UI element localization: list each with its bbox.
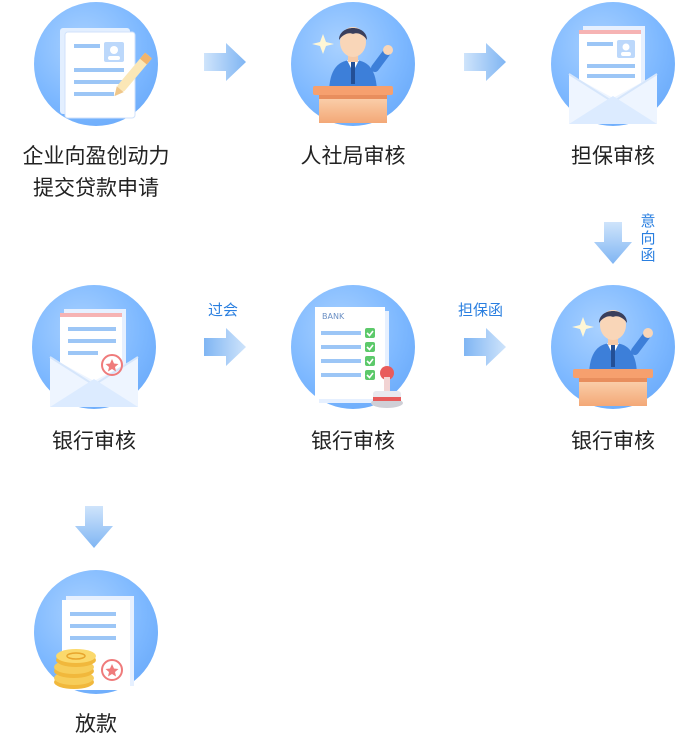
arrow-left-2	[204, 328, 246, 366]
envelope-seal-icon	[49, 309, 139, 407]
step-7-label: 放款	[75, 712, 117, 736]
step-5-icon: BANK	[291, 285, 415, 409]
official-podium-icon	[312, 27, 393, 123]
arrow-down-2	[75, 506, 113, 548]
arrow-tag-guarantee-letter: 担保函	[458, 301, 504, 319]
step-6-icon	[32, 285, 156, 409]
step-2-icon	[291, 2, 415, 126]
envelope-document-icon	[568, 26, 658, 124]
bank-card-text: BANK	[322, 312, 345, 321]
step-6-label: 银行审核	[52, 429, 136, 453]
arrow-down-1	[594, 222, 632, 264]
arrow-right-2	[464, 43, 506, 81]
official-podium-icon	[572, 310, 653, 406]
bank-checklist-stamp-icon: BANK	[315, 307, 403, 408]
step-2-label: 人社局审核	[300, 144, 406, 168]
step-4-icon	[551, 285, 675, 409]
loan-document-coins-icon	[54, 596, 134, 690]
step-1-icon	[34, 2, 158, 126]
arrow-left-1	[464, 328, 506, 366]
application-document-icon	[60, 28, 152, 119]
step-3-icon	[551, 2, 675, 126]
step-7-icon	[34, 570, 158, 694]
step-4-label: 银行审核	[571, 429, 655, 453]
step-5-label: 银行审核	[311, 429, 395, 453]
step-1-label: 企业向盈创动力 提交贷款申请	[22, 144, 170, 200]
arrow-right-1	[204, 43, 246, 81]
arrow-tag-intent-letter: 意 向 函	[640, 212, 656, 264]
arrow-tag-meeting: 过会	[208, 301, 239, 319]
step-3-label: 担保审核	[571, 144, 655, 168]
